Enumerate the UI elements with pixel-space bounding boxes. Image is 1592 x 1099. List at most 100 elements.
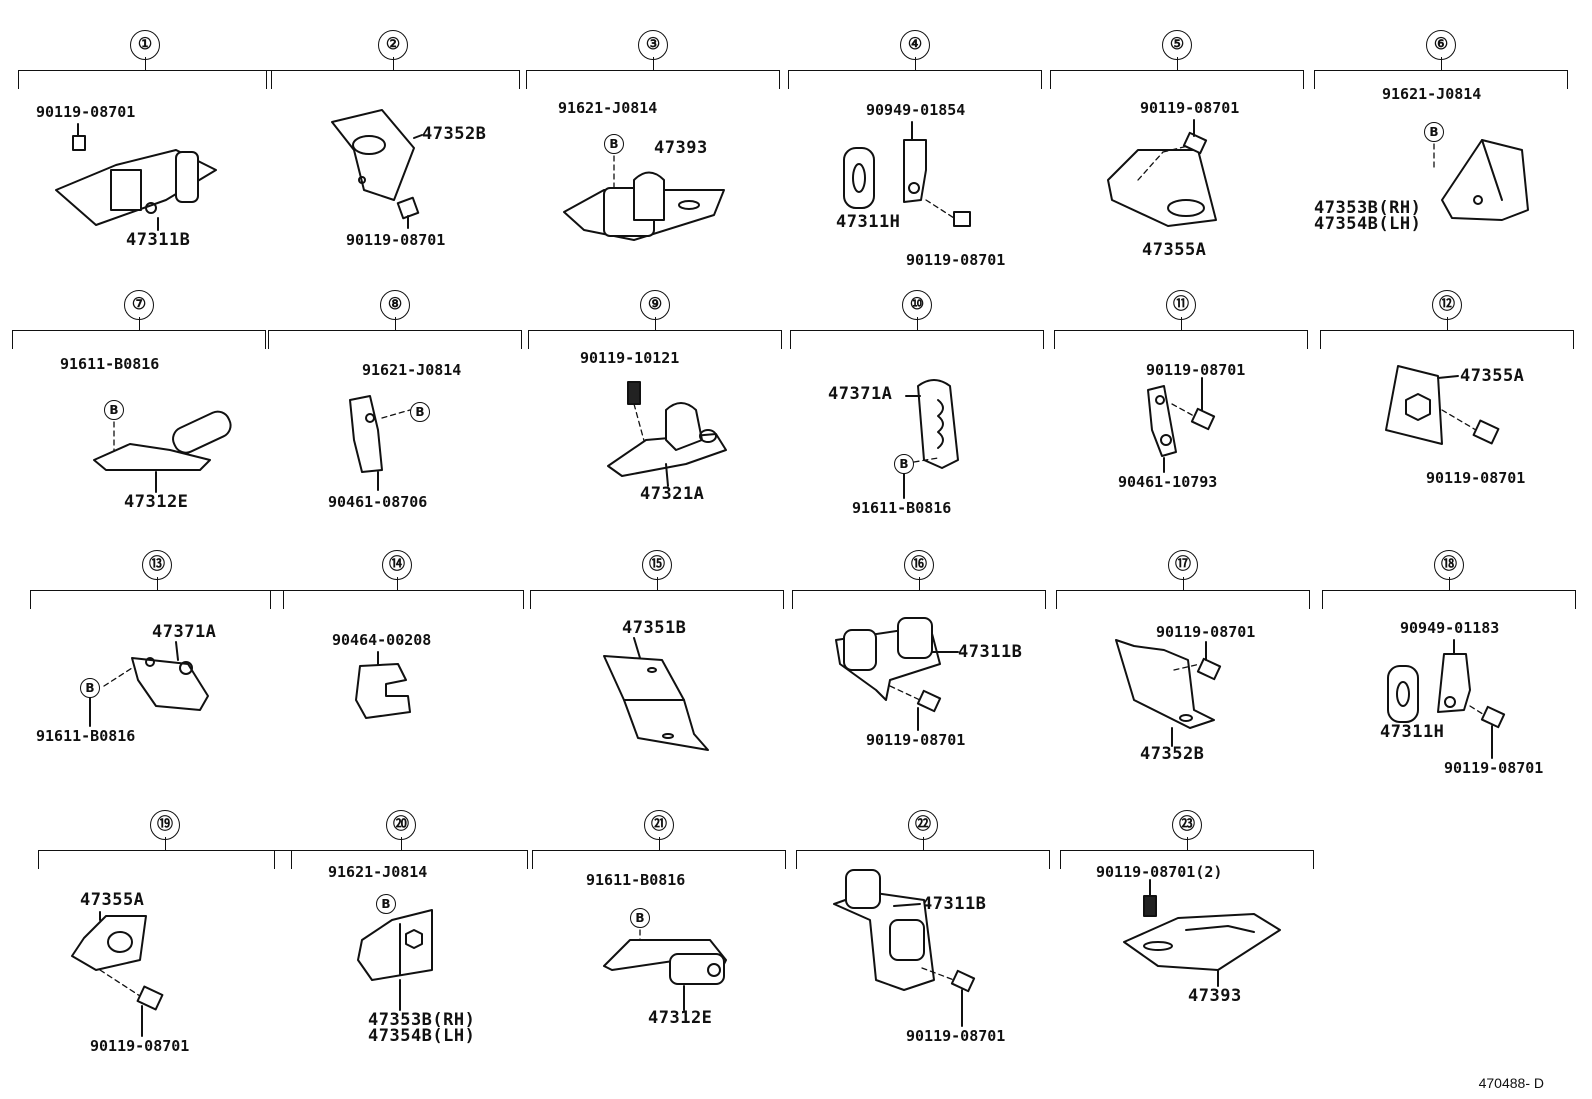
bracket-icon — [607, 381, 727, 487]
panel-number: ③ — [638, 30, 668, 60]
panel-number: ② — [378, 30, 408, 60]
part-label: 90119-08701 — [90, 1037, 190, 1055]
part-label: 90461-08706 — [328, 493, 428, 511]
panel-11: ⑪ 90119-08701 90461-10793 — [1052, 290, 1310, 550]
bracket-icon — [55, 123, 217, 231]
part-label: 47355A — [1460, 366, 1525, 386]
panel-number: ① — [130, 30, 160, 60]
part-label: 91621-J0814 — [362, 361, 462, 379]
part-label: 47371A — [152, 622, 217, 642]
clip-icon — [843, 121, 971, 227]
panel-8: ⑧ 91621-J0814 B 90461-08706 — [266, 290, 524, 550]
group-bracket — [268, 317, 522, 349]
panel-20: ⑳ 91621-J0814 B 47353B(RH) 47354B(LH) — [272, 810, 530, 1070]
b-circle-icon: B — [1424, 122, 1444, 142]
panel-number: ⑧ — [380, 290, 410, 320]
panel-13: ⑬ 47371A B 91611-B0816 — [28, 550, 286, 810]
part-label: 47352B — [422, 124, 487, 144]
group-bracket — [788, 57, 1042, 89]
part-label: 91621-J0814 — [558, 99, 658, 117]
panel-23: ㉓ 90119-08701(2) 47393 — [1058, 810, 1316, 1070]
part-label: 90949-01183 — [1400, 619, 1500, 637]
group-bracket — [1056, 577, 1310, 609]
group-bracket — [38, 837, 292, 869]
panel-17: ⑰ 90119-08701 47352B — [1054, 550, 1312, 810]
part-label: 91611-B0816 — [36, 727, 136, 745]
part-label: 90119-08701 — [1426, 469, 1526, 487]
part-label: 91611-B0816 — [852, 499, 952, 517]
panel-4: ④ 90949-01854 47311H 90119-08701 — [786, 30, 1044, 290]
panel-number: ㉓ — [1172, 810, 1202, 840]
group-bracket — [18, 57, 272, 89]
panel-18: ⑱ 90949-01183 47311H 90119-08701 — [1320, 550, 1578, 810]
part-label: 47353B(RH) — [368, 1010, 476, 1030]
bracket-icon — [1123, 879, 1281, 987]
clip-icon — [903, 379, 959, 499]
clip-icon — [1387, 639, 1506, 759]
panel-number: ⑮ — [642, 550, 672, 580]
group-bracket — [1314, 57, 1568, 89]
part-label: 47311H — [1380, 722, 1445, 742]
part-label: 47371A — [828, 384, 893, 404]
panel-3: ③ 91621-J0814 47393 B — [524, 30, 782, 290]
part-label: 90119-08701 — [346, 231, 446, 249]
group-bracket — [270, 577, 524, 609]
panel-number: ㉑ — [644, 810, 674, 840]
panel-2: ② 47352B 90119-08701 — [264, 30, 522, 290]
bracket-icon — [71, 911, 164, 1037]
panel-21: ㉑ 91611-B0816 B 47312E — [530, 810, 788, 1070]
group-bracket — [1320, 317, 1574, 349]
bracket-icon — [1115, 639, 1222, 747]
bracket-icon — [563, 155, 725, 241]
group-bracket — [526, 57, 780, 89]
bracket-icon — [1433, 139, 1529, 221]
group-bracket — [1322, 577, 1576, 609]
panel-number: ⑱ — [1434, 550, 1464, 580]
bracket-icon — [833, 869, 976, 1027]
panel-number: ⑯ — [904, 550, 934, 580]
bracket-icon — [349, 395, 411, 491]
bracket-icon — [357, 909, 433, 1011]
part-label: 47354B(LH) — [368, 1026, 476, 1046]
part-label: 90949-01854 — [866, 101, 966, 119]
part-label: 90464-00208 — [332, 631, 432, 649]
part-label: 90119-08701 — [906, 251, 1006, 269]
panel-number: ⑩ — [902, 290, 932, 320]
clip-icon — [89, 641, 209, 727]
group-bracket — [796, 837, 1050, 869]
panel-12: ⑫ 47355A 90119-08701 — [1318, 290, 1576, 550]
part-label: 47312E — [648, 1008, 713, 1028]
b-circle-icon: B — [104, 400, 124, 420]
group-bracket — [528, 317, 782, 349]
part-label: 47311H — [836, 212, 901, 232]
part-label: 47355A — [1142, 240, 1207, 260]
group-bracket — [530, 577, 784, 609]
b-circle-icon: B — [604, 134, 624, 154]
part-label: 91611-B0816 — [60, 355, 160, 373]
part-label: 47393 — [654, 138, 708, 158]
part-label: 47393 — [1188, 986, 1242, 1006]
part-label: 90119-08701 — [36, 103, 136, 121]
b-circle-icon: B — [410, 402, 430, 422]
part-label: 91621-J0814 — [328, 863, 428, 881]
panel-7: ⑦ 91611-B0816 B 47312E — [10, 290, 268, 550]
part-label: 47354B(LH) — [1314, 214, 1422, 234]
bracket-icon — [603, 929, 727, 1011]
clip-icon — [1147, 377, 1216, 473]
clip-icon — [355, 651, 411, 719]
part-label: 90119-08701 — [906, 1027, 1006, 1045]
part-label: 90119-08701(2) — [1096, 863, 1223, 881]
panel-1: ① 90119-08701 47311B — [16, 30, 274, 290]
diagram-reference: 470488- D — [1478, 1075, 1544, 1091]
part-label: 47311B — [958, 642, 1023, 662]
part-label: 91621-J0814 — [1382, 85, 1482, 103]
panel-16: ⑯ 47311B 90119-08701 — [790, 550, 1048, 810]
part-label: 47321A — [640, 484, 705, 504]
part-label: 90461-10793 — [1118, 473, 1218, 491]
group-bracket — [1060, 837, 1314, 869]
panel-number: ⑥ — [1426, 30, 1456, 60]
bracket-icon — [835, 617, 959, 731]
b-circle-icon: B — [630, 908, 650, 928]
panel-10: ⑩ 47371A B 91611-B0816 — [788, 290, 1046, 550]
